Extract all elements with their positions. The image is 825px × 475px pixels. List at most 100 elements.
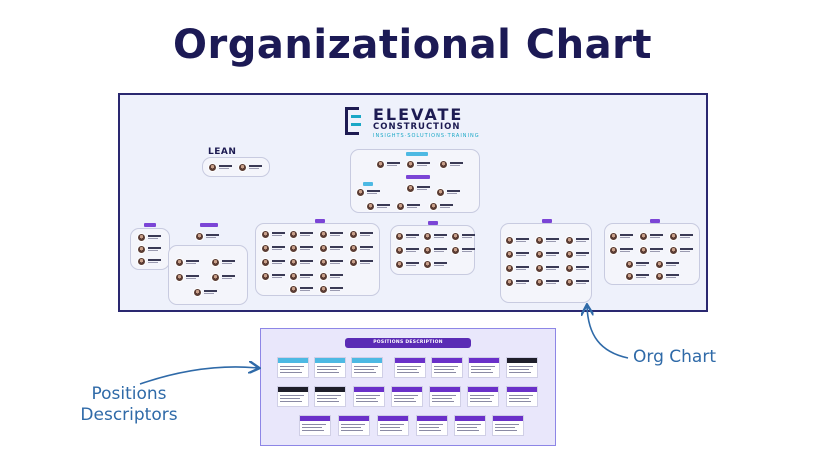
org-person <box>175 273 201 282</box>
org-person <box>349 244 375 253</box>
org-person <box>625 272 651 281</box>
org-group-second <box>168 245 248 305</box>
brand-name: ELEVATE <box>373 105 464 124</box>
org-person <box>319 272 345 281</box>
org-group-fourth <box>390 225 475 275</box>
org-person <box>175 258 201 267</box>
org-person <box>639 232 665 241</box>
position-card[interactable] <box>468 357 500 378</box>
org-person <box>319 285 345 294</box>
org-person <box>137 257 163 266</box>
position-card[interactable] <box>314 357 346 378</box>
org-person <box>451 246 477 255</box>
org-person <box>535 278 561 287</box>
positions-label-line2: Descriptors <box>80 405 178 425</box>
org-person <box>655 260 681 269</box>
org-person <box>211 273 237 282</box>
org-person <box>609 246 635 255</box>
org-person <box>565 264 591 273</box>
org-person <box>137 233 163 242</box>
elevate-mark-icon <box>345 107 365 135</box>
org-person <box>505 250 531 259</box>
org-group-lean-built <box>202 157 270 177</box>
org-person <box>208 163 234 172</box>
positions-descriptors-label: Positions Descriptors <box>58 384 200 426</box>
org-person <box>319 244 345 253</box>
org-group-executive <box>350 149 480 213</box>
org-person <box>238 163 264 172</box>
position-card[interactable] <box>467 386 499 407</box>
org-person <box>395 232 421 241</box>
org-person <box>376 160 402 169</box>
org-person <box>406 160 432 169</box>
org-person <box>505 278 531 287</box>
org-person <box>349 230 375 239</box>
org-person <box>289 244 315 253</box>
position-card[interactable] <box>416 415 448 436</box>
org-group-operations <box>255 223 380 296</box>
position-card[interactable] <box>429 386 461 407</box>
position-card[interactable] <box>338 415 370 436</box>
positions-description-panel[interactable]: POSITIONS DESCRIPTION <box>260 328 556 446</box>
position-card[interactable] <box>377 415 409 436</box>
org-person <box>565 236 591 245</box>
org-chart-arrow <box>587 306 629 359</box>
org-person <box>669 232 695 241</box>
org-person <box>289 230 315 239</box>
org-group-left <box>130 228 170 270</box>
org-person <box>396 202 422 211</box>
position-card[interactable] <box>277 386 309 407</box>
position-card[interactable] <box>351 357 383 378</box>
org-person <box>535 236 561 245</box>
org-person <box>319 258 345 267</box>
position-card[interactable] <box>454 415 486 436</box>
org-person <box>261 244 287 253</box>
position-card[interactable] <box>506 386 538 407</box>
org-person <box>535 250 561 259</box>
org-group-fifth <box>500 223 592 303</box>
org-person <box>356 188 382 197</box>
position-card[interactable] <box>353 386 385 407</box>
org-person <box>261 272 287 281</box>
position-card[interactable] <box>299 415 331 436</box>
org-person <box>565 250 591 259</box>
org-person <box>406 184 432 193</box>
org-person <box>289 272 315 281</box>
org-person <box>439 160 465 169</box>
position-card[interactable] <box>431 357 463 378</box>
org-person <box>669 246 695 255</box>
org-person <box>565 278 591 287</box>
position-card[interactable] <box>391 386 423 407</box>
position-card[interactable] <box>277 357 309 378</box>
position-card[interactable] <box>314 386 346 407</box>
org-person <box>655 272 681 281</box>
org-person <box>289 258 315 267</box>
org-person <box>505 264 531 273</box>
org-person <box>609 232 635 241</box>
org-person <box>289 285 315 294</box>
elevate-construction-logo: ELEVATE CONSTRUCTION INSIGHTS·SOLUTIONS·… <box>345 105 485 145</box>
org-group-right <box>604 223 700 285</box>
position-card[interactable] <box>506 357 538 378</box>
org-person <box>137 245 163 254</box>
org-chart-label: Org Chart <box>633 347 716 367</box>
org-person <box>319 230 345 239</box>
org-person <box>261 258 287 267</box>
org-person <box>423 232 449 241</box>
org-person <box>505 236 531 245</box>
page-title: Organizational Chart <box>173 22 652 68</box>
org-person <box>639 246 665 255</box>
positions-header: POSITIONS DESCRIPTION <box>345 338 471 348</box>
position-card[interactable] <box>492 415 524 436</box>
org-person <box>349 258 375 267</box>
position-card[interactable] <box>394 357 426 378</box>
org-chart-panel[interactable]: ELEVATE CONSTRUCTION INSIGHTS·SOLUTIONS·… <box>118 93 708 312</box>
org-person <box>193 288 219 297</box>
brand-sub: CONSTRUCTION <box>373 122 461 132</box>
org-person <box>366 202 392 211</box>
org-person <box>429 202 455 211</box>
org-person <box>211 258 237 267</box>
org-person <box>395 246 421 255</box>
org-person <box>195 232 221 241</box>
positions-arrow <box>139 367 258 385</box>
